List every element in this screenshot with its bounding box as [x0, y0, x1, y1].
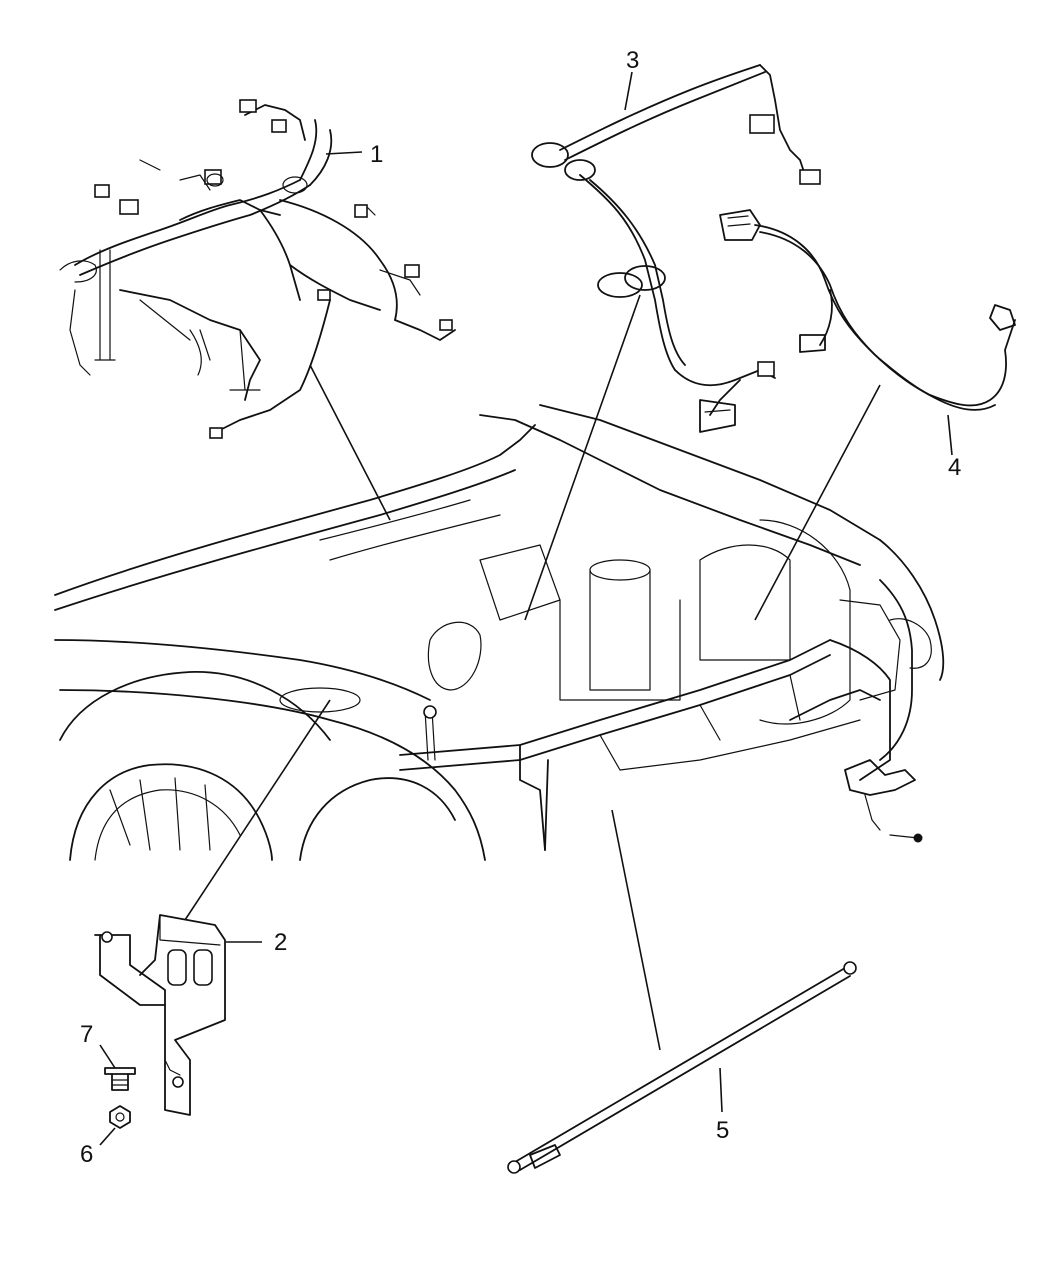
callout-5: 5	[716, 1117, 729, 1144]
bracket	[94, 914, 226, 1116]
callout-4: 4	[948, 454, 961, 481]
callout-3: 3	[626, 47, 639, 74]
rod-cable	[507, 961, 857, 1174]
headlamp-wiring-harness	[719, 209, 1016, 411]
vehicle-body	[54, 404, 945, 861]
callout-6: 6	[80, 1141, 93, 1168]
callout-labels: 1 2 3 4 5 6 7	[80, 47, 961, 1168]
loop-wiring-harness	[531, 64, 821, 433]
callout-2: 2	[274, 929, 287, 956]
fasteners	[104, 1067, 136, 1129]
leader-lines	[99, 71, 953, 1146]
callout-7: 7	[80, 1021, 93, 1048]
callout-1: 1	[370, 141, 383, 168]
main-wiring-harness	[59, 99, 456, 439]
